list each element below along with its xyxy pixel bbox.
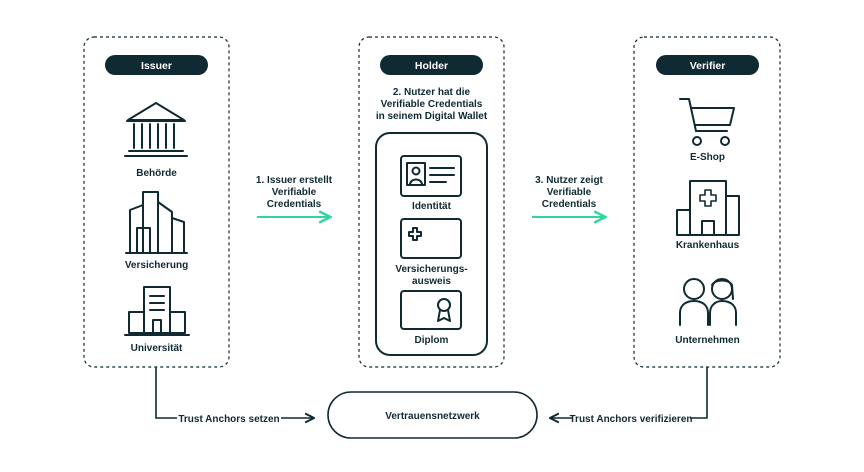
university-building-icon bbox=[124, 286, 190, 336]
present-label-line2: Verifiable bbox=[547, 187, 592, 198]
issue-arrow-group: 1. Issuer erstellt Verifiable Credential… bbox=[256, 175, 333, 217]
issuer-box bbox=[83, 36, 230, 368]
card-diplom: Diplom bbox=[415, 335, 449, 346]
present-arrow-group: 3. Nutzer zeigt Verifiable Credentials bbox=[532, 175, 604, 217]
trust-network-ellipse bbox=[327, 391, 538, 439]
government-building-icon bbox=[124, 102, 188, 157]
issuer-item-behoerde: Behörde bbox=[136, 168, 177, 179]
holder-box bbox=[358, 36, 505, 368]
verifier-item-unternehmen: Unternehmen bbox=[675, 335, 739, 346]
verifier-column: Verifier E-Shop Krankenhaus Unternehmen bbox=[633, 36, 781, 368]
shopping-cart-icon bbox=[679, 98, 735, 146]
issue-label-line1: 1. Issuer erstellt bbox=[256, 175, 333, 186]
trust-left-label: Trust Anchors setzen bbox=[178, 414, 279, 425]
issuer-title: Issuer bbox=[141, 60, 172, 72]
present-label-line3: Credentials bbox=[542, 199, 597, 210]
diploma-icon bbox=[400, 290, 462, 330]
left-connector bbox=[155, 367, 177, 419]
verifier-title: Verifier bbox=[690, 60, 726, 72]
issue-label-line2: Verifiable bbox=[272, 187, 317, 198]
right-connector bbox=[690, 367, 708, 419]
holder-caption-line3: in seinem Digital Wallet bbox=[376, 111, 488, 122]
insurance-card-icon bbox=[400, 218, 462, 259]
issuer-pill bbox=[105, 55, 208, 75]
holder-column: Holder 2. Nutzer hat die Verifiable Cred… bbox=[358, 36, 505, 368]
issuer-item-universitaet: Universität bbox=[131, 343, 183, 354]
issue-label-line3: Credentials bbox=[267, 199, 322, 210]
verifier-item-krankenhaus: Krankenhaus bbox=[676, 240, 740, 251]
holder-title: Holder bbox=[415, 60, 448, 72]
hospital-icon bbox=[676, 180, 740, 236]
trust-right-label: Trust Anchors verifizieren bbox=[570, 414, 693, 425]
id-card-icon bbox=[400, 155, 462, 197]
issuer-item-versicherung: Versicherung bbox=[125, 260, 188, 271]
holder-caption-line2: Verifiable Credentials bbox=[381, 99, 483, 110]
card-identitaet: Identität bbox=[412, 201, 452, 212]
trust-network-group: Trust Anchors setzen Vertrauensnetzwerk … bbox=[155, 367, 708, 439]
people-icon bbox=[679, 278, 737, 326]
issuer-column: Issuer Behörde Versicherung bbox=[83, 36, 230, 368]
card-versicherung-line2: ausweis bbox=[412, 276, 451, 287]
card-versicherung-line1: Versicherungs- bbox=[395, 264, 467, 275]
holder-pill bbox=[380, 55, 483, 75]
wallet-phone bbox=[375, 132, 488, 356]
present-label-line1: 3. Nutzer zeigt bbox=[535, 175, 603, 186]
holder-caption-line1: 2. Nutzer hat die bbox=[393, 87, 471, 98]
verifier-item-eshop: E-Shop bbox=[690, 152, 725, 163]
verifier-pill bbox=[656, 55, 759, 75]
city-buildings-icon bbox=[125, 191, 188, 254]
trust-network-label: Vertrauensnetzwerk bbox=[385, 411, 480, 422]
